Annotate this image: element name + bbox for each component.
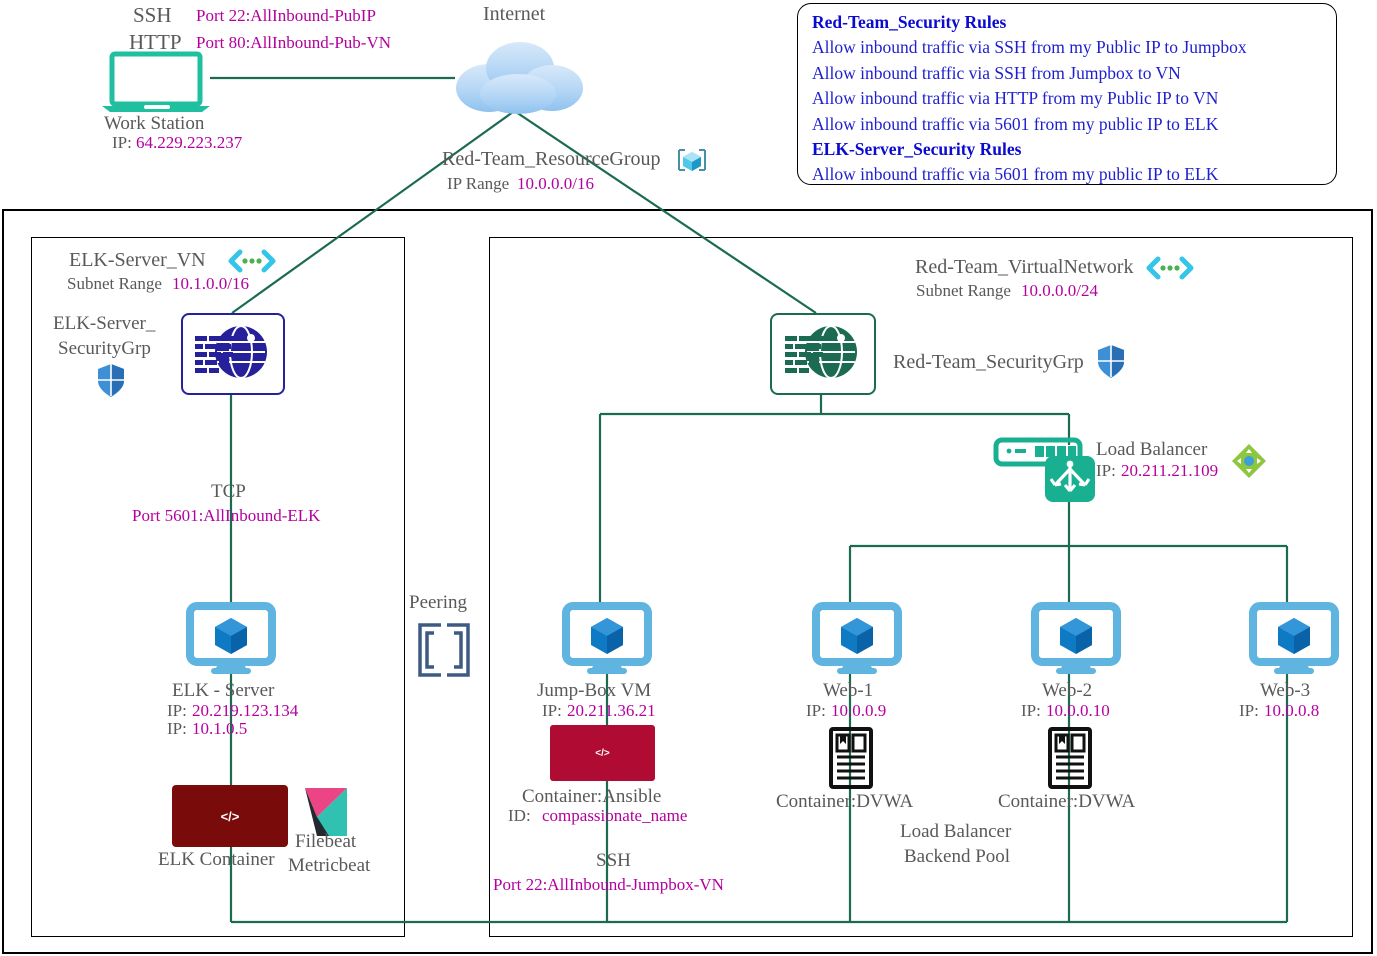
- load-balancer-diamond-icon: [1232, 444, 1266, 478]
- web-3-ip-label: IP:: [1239, 701, 1259, 720]
- elk-firewall-globe-icon: [195, 325, 267, 379]
- red-team-firewall-globe-icon: [785, 325, 857, 379]
- rule-item-0-2: Allow inbound traffic via HTTP from my P…: [812, 88, 1219, 109]
- red-team-vn-network-icon: [1146, 256, 1194, 280]
- web-1-container-label: Container:DVWA: [776, 791, 914, 812]
- web-3-vm-icon: [1249, 602, 1339, 674]
- kibana-logo-icon: [305, 788, 347, 836]
- jumpbox-ip-label: IP:: [542, 701, 562, 720]
- elk-vn-subnet: 10.1.0.0/16: [172, 274, 249, 293]
- web-1-ip-label: IP:: [806, 701, 826, 720]
- load-balancer-name: Load Balancer: [1096, 439, 1208, 460]
- jumpbox-connection-protocol: SSH: [596, 850, 631, 871]
- load-balancer-icon: [1045, 456, 1095, 502]
- jumpbox-connection-rule: Port 22:AllInbound-Jumpbox-VN: [493, 875, 724, 894]
- elk-container-label: ELK Container: [158, 849, 275, 870]
- peering-label: Peering: [409, 592, 468, 613]
- resource-group-cube-icon: [678, 149, 706, 171]
- workstation-ip-label: IP:: [112, 133, 132, 152]
- internet-label: Internet: [483, 3, 546, 25]
- red-team-vn-subnet-label: Subnet Range: [916, 281, 1011, 300]
- rule-item-1-0: Allow inbound traffic via 5601 from my p…: [812, 164, 1219, 185]
- ansible-container-label: Container:Ansible: [522, 786, 662, 807]
- ssh-rule-label: Port 22:AllInbound-PubIP: [196, 6, 376, 25]
- elk-security-group-label-line2: SecurityGrp: [58, 338, 151, 359]
- web-3-ip: 10.0.0.8: [1264, 701, 1320, 720]
- elk-shield-icon: [98, 364, 124, 397]
- web-1-name: Web-1: [823, 680, 874, 701]
- web-2-name: Web-2: [1042, 680, 1093, 701]
- rules-group-title-1: ELK-Server_Security Rules: [812, 139, 1022, 160]
- resource-group-name: Red-Team_ResourceGroup: [442, 148, 661, 170]
- web-3-name: Web-3: [1260, 680, 1311, 701]
- elk-container-box: </>: [172, 785, 288, 847]
- web-2-vm-icon: [1031, 602, 1121, 674]
- elk-server-ip-label-private: IP:: [167, 719, 187, 738]
- ansible-container-id-label: ID:: [508, 806, 531, 825]
- resource-group-range: 10.0.0.0/16: [517, 174, 594, 193]
- web-2-dvwa-container-icon: [1048, 727, 1092, 789]
- elk-connection-protocol: TCP: [211, 481, 246, 502]
- backend-pool-line2: Backend Pool: [904, 846, 1011, 867]
- red-team-shield-icon: [1098, 345, 1124, 378]
- jumpbox-name: Jump-Box VM: [537, 680, 652, 701]
- elk-connection-rule: Port 5601:AllInbound-ELK: [132, 506, 321, 525]
- rule-item-0-0: Allow inbound traffic via SSH from my Pu…: [812, 37, 1247, 58]
- web-1-ip: 10.0.0.9: [831, 701, 887, 720]
- peering-brackets-icon: [418, 623, 470, 677]
- metricbeat-label: Metricbeat: [288, 855, 371, 876]
- http-protocol-label: HTTP: [129, 30, 182, 54]
- filebeat-label: Filebeat: [295, 831, 357, 852]
- red-team-vn-frame: [489, 237, 1353, 937]
- resource-group-frame: [2, 209, 1373, 954]
- load-balancer-ip: 20.211.21.109: [1121, 461, 1219, 480]
- rule-item-0-3: Allow inbound traffic via 5601 from my p…: [812, 113, 1219, 134]
- load-balancer-switch-icon: [993, 437, 1083, 467]
- workstation-icon: [102, 51, 210, 112]
- elk-server-vm-icon: [186, 602, 276, 674]
- elk-server-ip-label-public: IP:: [167, 701, 187, 720]
- elk-vn-subnet-label: Subnet Range: [67, 274, 162, 293]
- backend-pool-line1: Load Balancer: [900, 821, 1012, 842]
- jumpbox-vm-icon: [562, 602, 652, 674]
- jumpbox-ip: 20.211.36.21: [567, 701, 656, 720]
- elk-server-name: ELK - Server: [172, 680, 275, 701]
- elk-vn-name: ELK-Server_VN: [69, 249, 206, 271]
- web-2-ip-label: IP:: [1021, 701, 1041, 720]
- resource-group-range-label: IP Range: [447, 174, 510, 193]
- elk-security-group-label-line1: ELK-Server_: [53, 313, 156, 334]
- ssh-protocol-label: SSH: [133, 3, 172, 27]
- elk-server-private-ip: 10.1.0.5: [192, 719, 248, 738]
- load-balancer-ip-label: IP:: [1096, 461, 1116, 480]
- ansible-container-box: </>: [550, 725, 655, 781]
- ansible-container-id: compassionate_name: [542, 806, 688, 825]
- web-2-container-label: Container:DVWA: [998, 791, 1136, 812]
- elk-vn-frame: [31, 237, 405, 937]
- web-1-dvwa-container-icon: [829, 727, 873, 789]
- workstation-name: Work Station: [104, 113, 205, 134]
- red-team-security-group-label: Red-Team_SecurityGrp: [893, 351, 1084, 373]
- http-rule-label: Port 80:AllInbound-Pub-VN: [196, 33, 392, 52]
- rules-group-title-0: Red-Team_Security Rules: [812, 12, 1007, 32]
- rule-item-0-1: Allow inbound traffic via SSH from Jumpb…: [812, 62, 1181, 83]
- red-team-vn-subnet: 10.0.0.0/24: [1021, 281, 1098, 300]
- elk-vn-network-icon: [228, 249, 276, 273]
- web-2-ip: 10.0.0.10: [1046, 701, 1110, 720]
- cloud-icon: [456, 42, 583, 114]
- web-1-vm-icon: [812, 602, 902, 674]
- security-rules-box: Red-Team_Security Rules Allow inbound tr…: [797, 3, 1337, 185]
- red-team-vn-name: Red-Team_VirtualNetwork: [915, 256, 1134, 278]
- workstation-ip: 64.229.223.237: [136, 133, 243, 152]
- elk-server-public-ip: 20.219.123.134: [192, 701, 299, 720]
